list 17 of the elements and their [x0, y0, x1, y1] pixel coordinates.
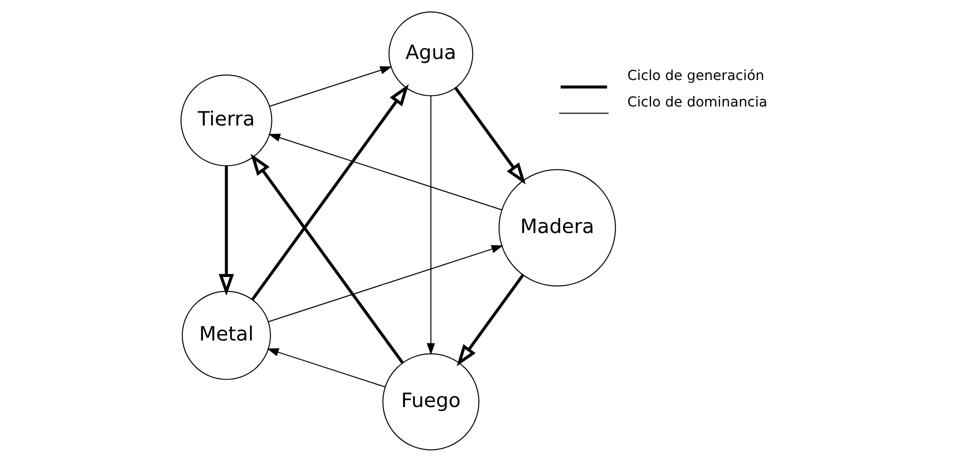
- arrow: [456, 274, 524, 366]
- arrow: [454, 86, 526, 184]
- node-circle: Agua: [388, 12, 473, 96]
- arrow: [266, 348, 385, 388]
- node-circle: Tierra: [180, 74, 272, 166]
- legend-label: Ciclo de dominancia: [626, 94, 767, 110]
- arrow: [268, 66, 392, 107]
- arrow: [267, 245, 503, 322]
- arrow: [250, 154, 404, 364]
- arrow: [218, 166, 234, 296]
- legend-label: Ciclo de generación: [626, 68, 764, 84]
- node-circle: Fuego: [382, 353, 479, 450]
- arrow: [250, 84, 408, 301]
- arrow: [268, 134, 502, 210]
- arrow: [426, 95, 435, 356]
- node-circle: Madera: [498, 169, 616, 287]
- node-circle: Metal: [181, 290, 270, 380]
